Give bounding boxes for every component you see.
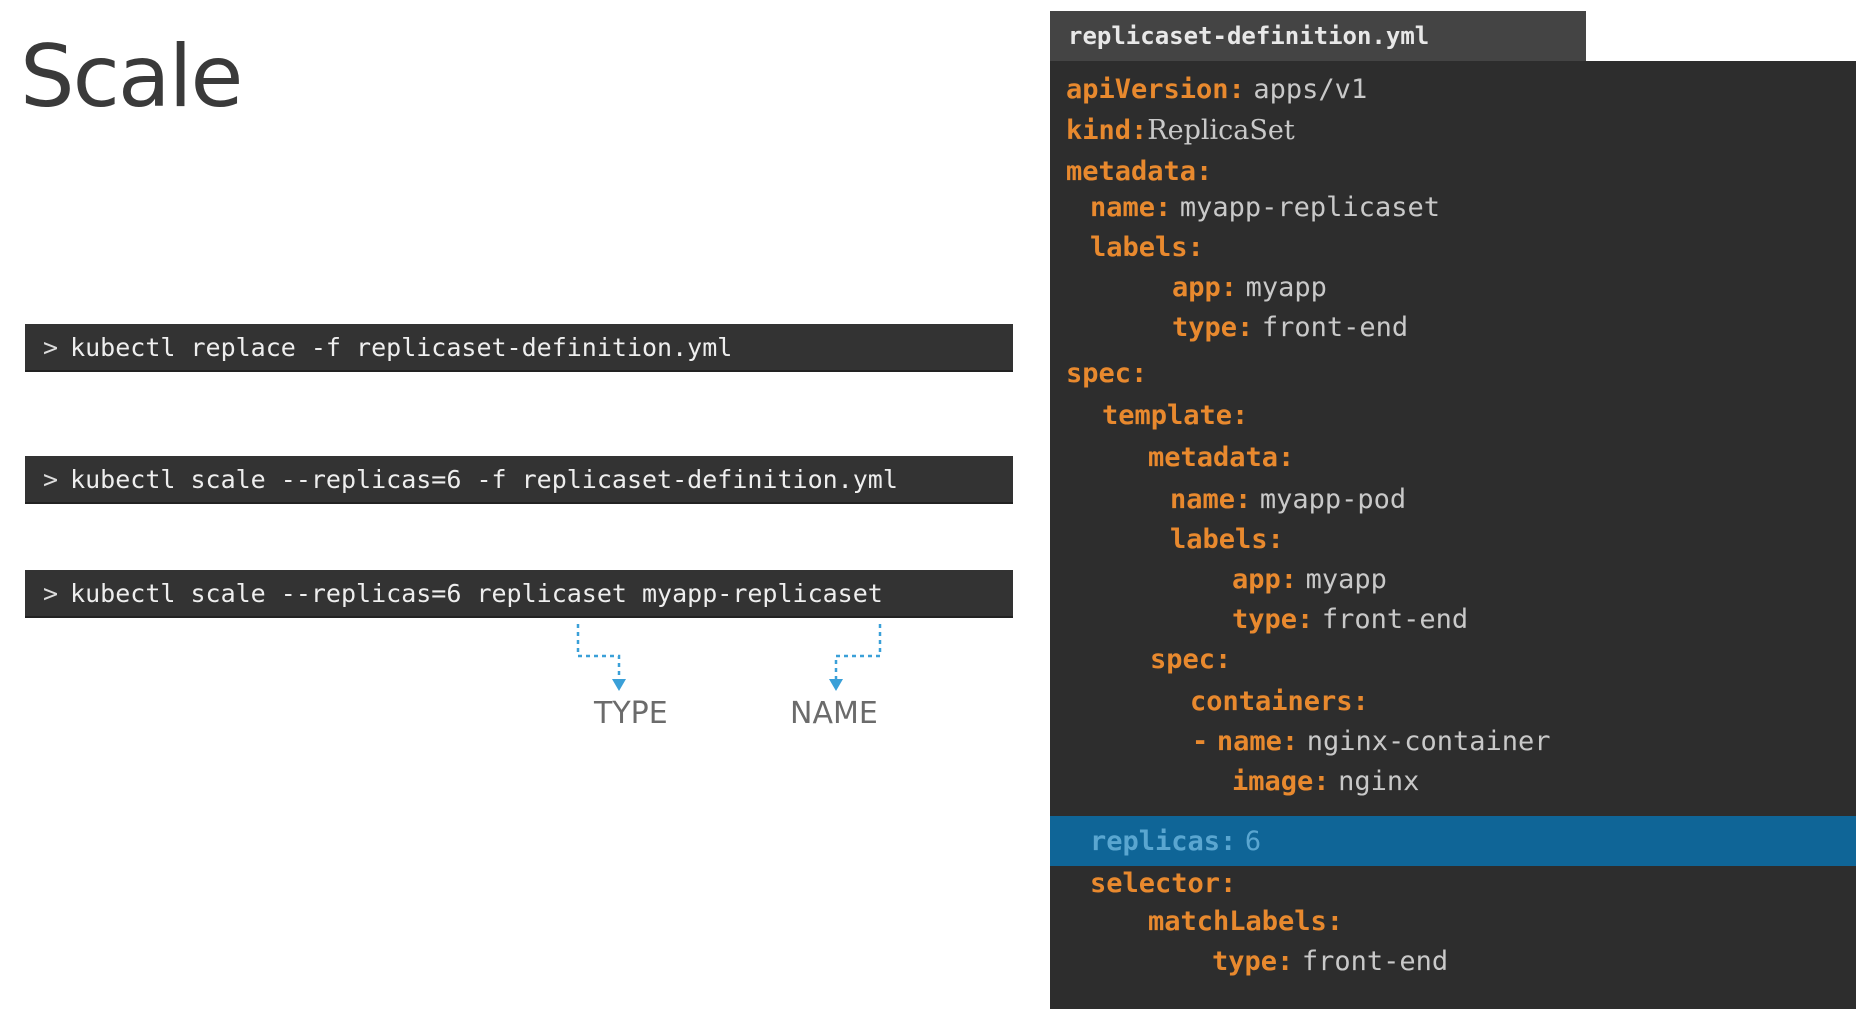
file-tab[interactable]: replicaset-definition.yml <box>1050 11 1586 61</box>
yaml-value: ReplicaSet <box>1147 115 1295 146</box>
name-label: NAME <box>790 696 878 731</box>
yaml-value: nginx-container <box>1306 726 1551 757</box>
code-line-match-labels: matchLabels: <box>1148 904 1343 940</box>
yaml-key: metadata: <box>1148 442 1295 473</box>
command-scale-file: > kubectl scale --replicas=6 -f replicase… <box>25 456 1013 504</box>
type-arrow-head <box>612 679 626 691</box>
code-line-spec: spec: <box>1066 356 1147 392</box>
yaml-key: replicas: <box>1090 826 1237 857</box>
code-line-template: template: <box>1102 398 1248 434</box>
yaml-value: 6 <box>1244 826 1262 857</box>
code-line-selector-type: type: front-end <box>1212 944 1448 980</box>
code-line-container-name: - name: nginx-container <box>1192 724 1551 760</box>
yaml-value: front-end <box>1261 312 1409 343</box>
command-scale-name-text: kubectl scale --replicas=6 replicaset my… <box>70 579 883 608</box>
yaml-value: myapp-pod <box>1259 484 1407 515</box>
yaml-key: labels: <box>1170 524 1284 555</box>
command-scale-file-text: kubectl scale --replicas=6 -f replicaset… <box>70 465 898 494</box>
prompt-symbol: > <box>43 579 59 608</box>
code-line-replicas: replicas: 6 <box>1090 824 1261 860</box>
yaml-key: app: <box>1232 564 1298 595</box>
code-line-meta-app: app: myapp <box>1172 270 1327 306</box>
code-line-metadata: metadata: <box>1066 154 1212 190</box>
slide-title: Scale <box>20 27 243 127</box>
command-scale-name: > kubectl scale --replicas=6 replicaset m… <box>25 570 1013 618</box>
yaml-value: front-end <box>1301 946 1449 977</box>
code-line-kind: kind:ReplicaSet <box>1066 113 1295 149</box>
yaml-key: image: <box>1232 766 1330 797</box>
yaml-key: template: <box>1102 400 1249 431</box>
yaml-key: type: <box>1212 946 1294 977</box>
yaml-key: apiVersion: <box>1066 74 1245 105</box>
code-line-containers: containers: <box>1190 684 1369 720</box>
yaml-value: nginx <box>1338 766 1420 797</box>
yaml-key: type: <box>1172 312 1254 343</box>
yaml-dash: - <box>1192 726 1209 757</box>
yaml-key: name: <box>1216 726 1299 757</box>
code-line-template-name: name: myapp-pod <box>1170 482 1406 518</box>
code-line-template-labels: labels: <box>1170 522 1284 558</box>
yaml-key: containers: <box>1190 686 1369 717</box>
code-line-template-metadata: metadata: <box>1148 440 1294 476</box>
type-label: TYPE <box>594 696 668 731</box>
yaml-key: app: <box>1172 272 1238 303</box>
yaml-key: name: <box>1090 192 1172 223</box>
yaml-key: metadata: <box>1066 156 1213 187</box>
code-line-template-type: type: front-end <box>1232 602 1468 638</box>
type-arrow-path <box>576 624 621 680</box>
yaml-value: apps/v1 <box>1253 74 1368 105</box>
yaml-key: kind: <box>1066 115 1148 146</box>
name-arrow-head <box>829 679 843 691</box>
code-line-meta-name: name: myapp-replicaset <box>1090 190 1440 226</box>
yaml-value: myapp-replicaset <box>1179 192 1440 223</box>
yaml-key: spec: <box>1066 358 1148 389</box>
code-line-template-app: app: myapp <box>1232 562 1387 598</box>
annotation-arrows <box>576 624 882 691</box>
prompt-symbol: > <box>43 465 59 494</box>
yaml-value: myapp <box>1305 564 1387 595</box>
name-arrow-path <box>834 624 882 680</box>
code-line-apiversion: apiVersion: apps/v1 <box>1066 72 1367 108</box>
code-line-template-spec: spec: <box>1150 642 1231 678</box>
yaml-key: type: <box>1232 604 1314 635</box>
code-line-meta-labels: labels: <box>1090 230 1204 266</box>
yaml-value: myapp <box>1245 272 1327 303</box>
code-line-selector: selector: <box>1090 866 1236 902</box>
code-line-image: image: nginx <box>1232 764 1419 800</box>
yaml-key: labels: <box>1090 232 1204 263</box>
replicas-highlight <box>1050 816 1856 866</box>
command-replace-text: kubectl replace -f replicaset-definition… <box>70 333 733 362</box>
command-replace: > kubectl replace -f replicaset-definitio… <box>25 324 1013 372</box>
yaml-key: spec: <box>1150 644 1232 675</box>
prompt-symbol: > <box>43 333 59 362</box>
code-line-meta-type: type: front-end <box>1172 310 1408 346</box>
yaml-value: front-end <box>1321 604 1469 635</box>
yaml-key: matchLabels: <box>1148 906 1344 937</box>
yaml-key: selector: <box>1090 868 1237 899</box>
yaml-key: name: <box>1170 484 1252 515</box>
